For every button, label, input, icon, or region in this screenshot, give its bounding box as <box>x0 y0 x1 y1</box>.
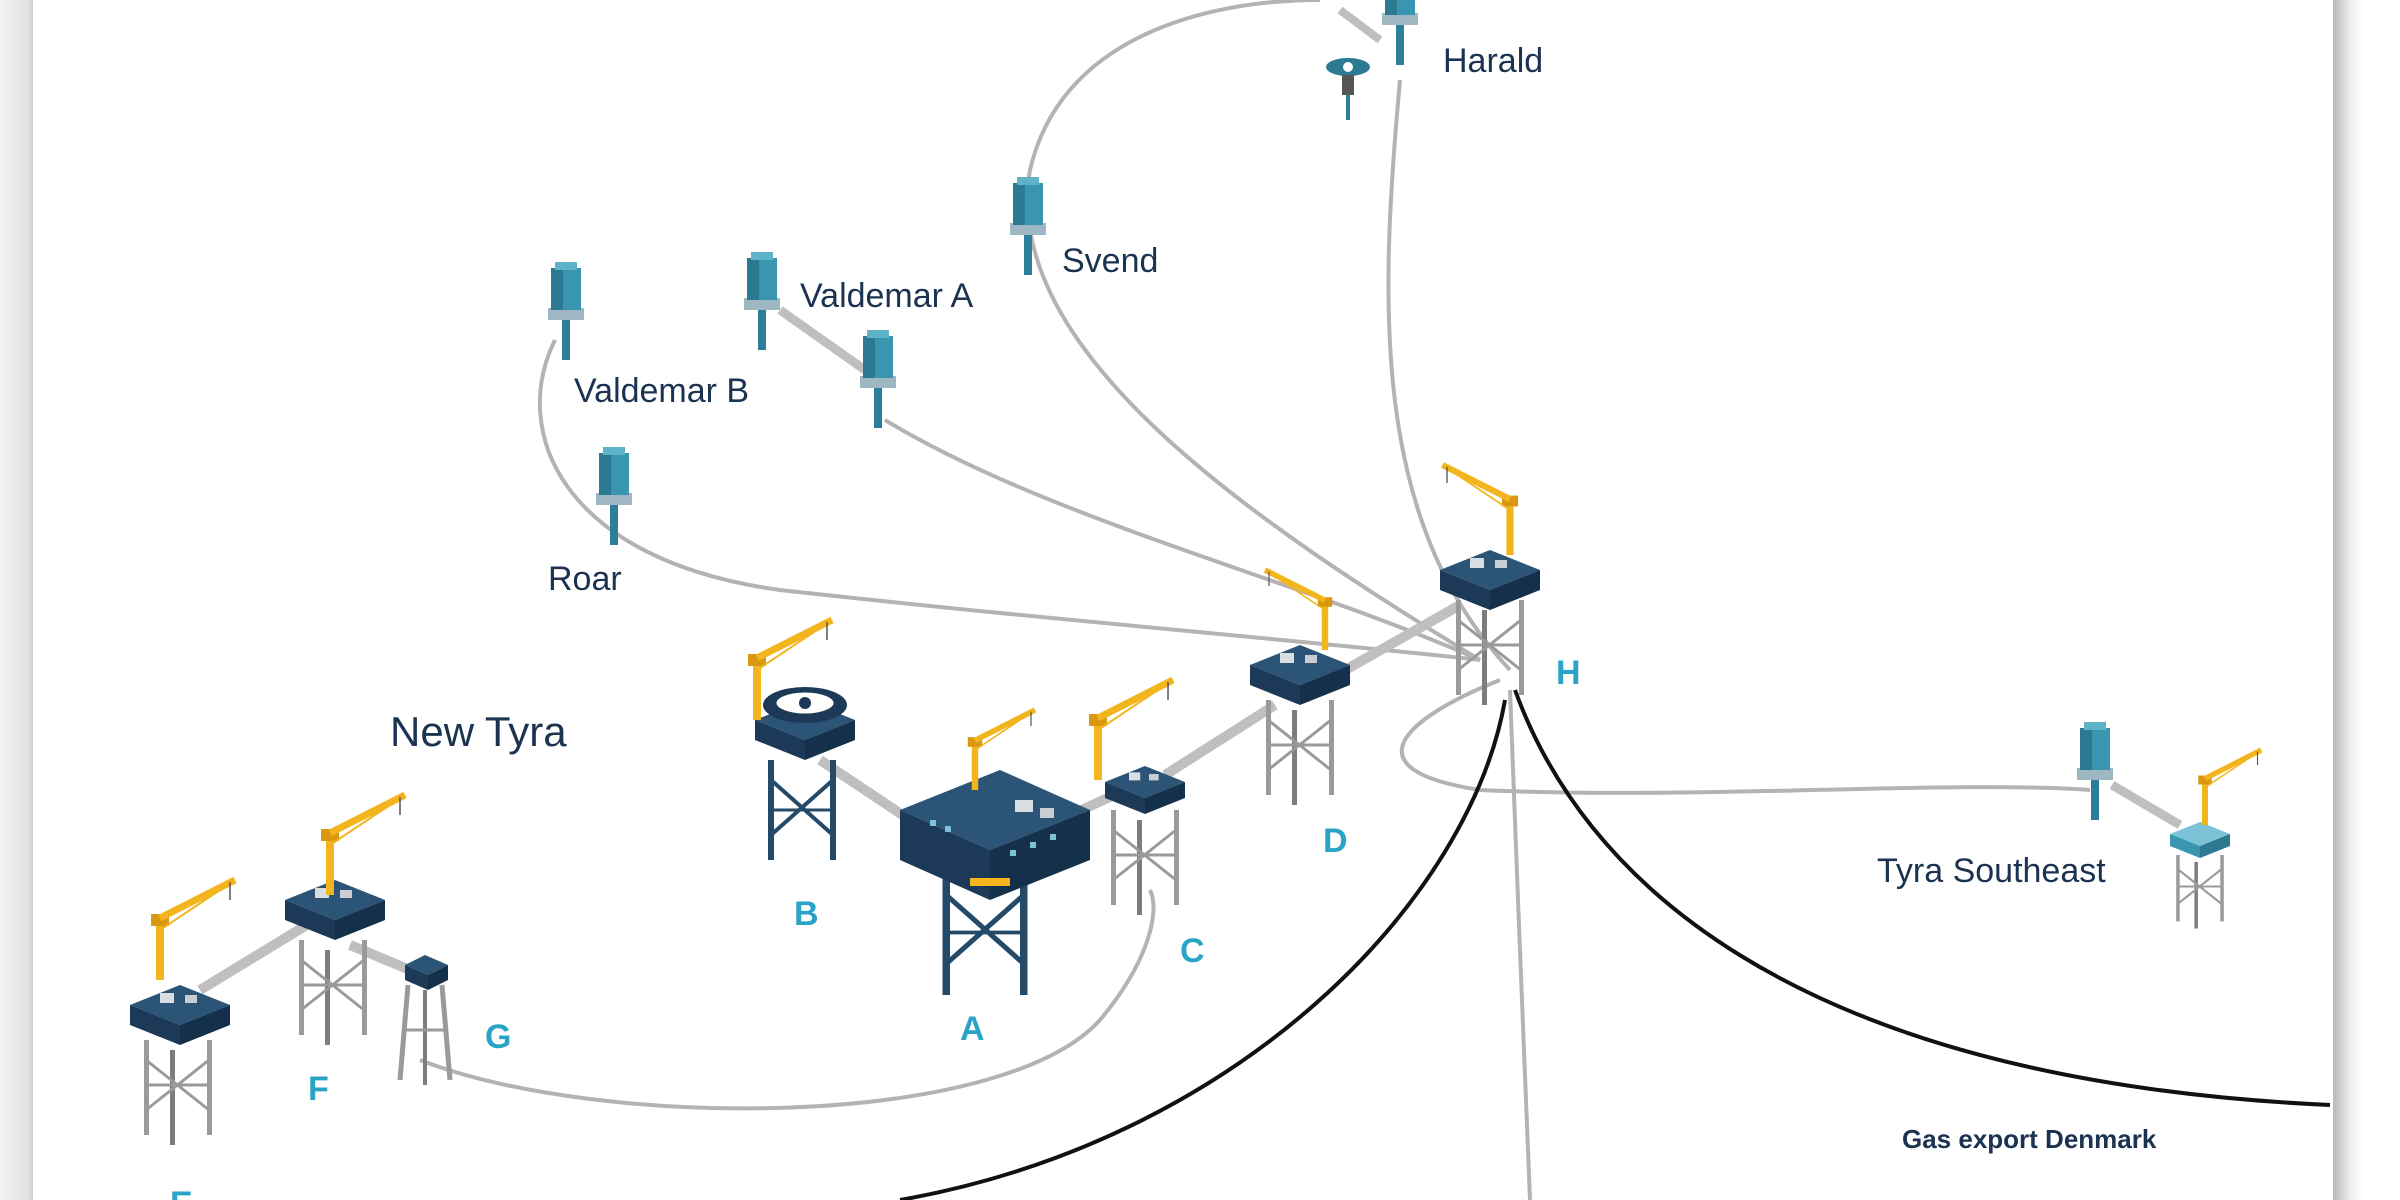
label-platform-h: H <box>1556 654 1581 692</box>
label-valdemar-b: Valdemar B <box>574 372 749 410</box>
label-gas-export-denmark: Gas export Denmark <box>1902 1124 2157 1154</box>
platform-d <box>1250 570 1350 807</box>
svend-wellhead <box>1010 177 1046 275</box>
label-platform-g: G <box>485 1018 511 1056</box>
pipeline-tyra-southeast <box>1399 678 2091 795</box>
label-valdemar-a: Valdemar A <box>800 277 974 315</box>
platform-a <box>900 710 1090 995</box>
label-svend: Svend <box>1062 242 1158 280</box>
pipelines-gray <box>419 0 2091 1200</box>
label-platform-d: D <box>1323 822 1348 860</box>
pipeline-valdemar-a <box>883 418 1481 662</box>
platform-e <box>130 880 235 1147</box>
harald-platform <box>1326 0 1418 120</box>
pipeline-valdemar-b <box>537 339 1481 662</box>
label-roar: Roar <box>548 560 622 598</box>
gas-export-pipeline <box>1513 689 2331 1107</box>
platform-f <box>285 795 405 1047</box>
labels: Harald Svend Valdemar A Valdemar B Roar … <box>170 42 2157 1200</box>
platform-h <box>1440 465 1540 707</box>
label-platform-f: F <box>308 1070 329 1108</box>
pipeline-south <box>1508 689 1532 1200</box>
label-platform-b: B <box>794 895 819 933</box>
roar-wellhead <box>596 447 632 545</box>
platform-g <box>397 955 453 1085</box>
label-platform-c: C <box>1180 932 1205 970</box>
tyra-southeast-platform <box>2077 722 2261 930</box>
valdemar-bridge <box>777 306 868 374</box>
pipeline-g-c <box>419 889 1156 1111</box>
page-shadow <box>2333 0 2363 1200</box>
label-new-tyra: New Tyra <box>390 708 567 755</box>
label-platform-e: E <box>170 1185 193 1200</box>
pipelines-black <box>899 689 2331 1200</box>
pipeline-west-export <box>899 699 1507 1200</box>
label-harald: Harald <box>1443 42 1543 80</box>
valdemar-a-wellhead-2 <box>860 330 896 428</box>
page-sheet <box>33 0 2333 1200</box>
label-tyra-southeast: Tyra Southeast <box>1877 852 2106 890</box>
valdemar-a-wellhead-1 <box>744 252 780 350</box>
label-platform-a: A <box>960 1010 985 1048</box>
platform-b <box>748 620 855 862</box>
page-edge <box>0 0 33 1200</box>
pipeline-svend <box>1025 0 1482 662</box>
